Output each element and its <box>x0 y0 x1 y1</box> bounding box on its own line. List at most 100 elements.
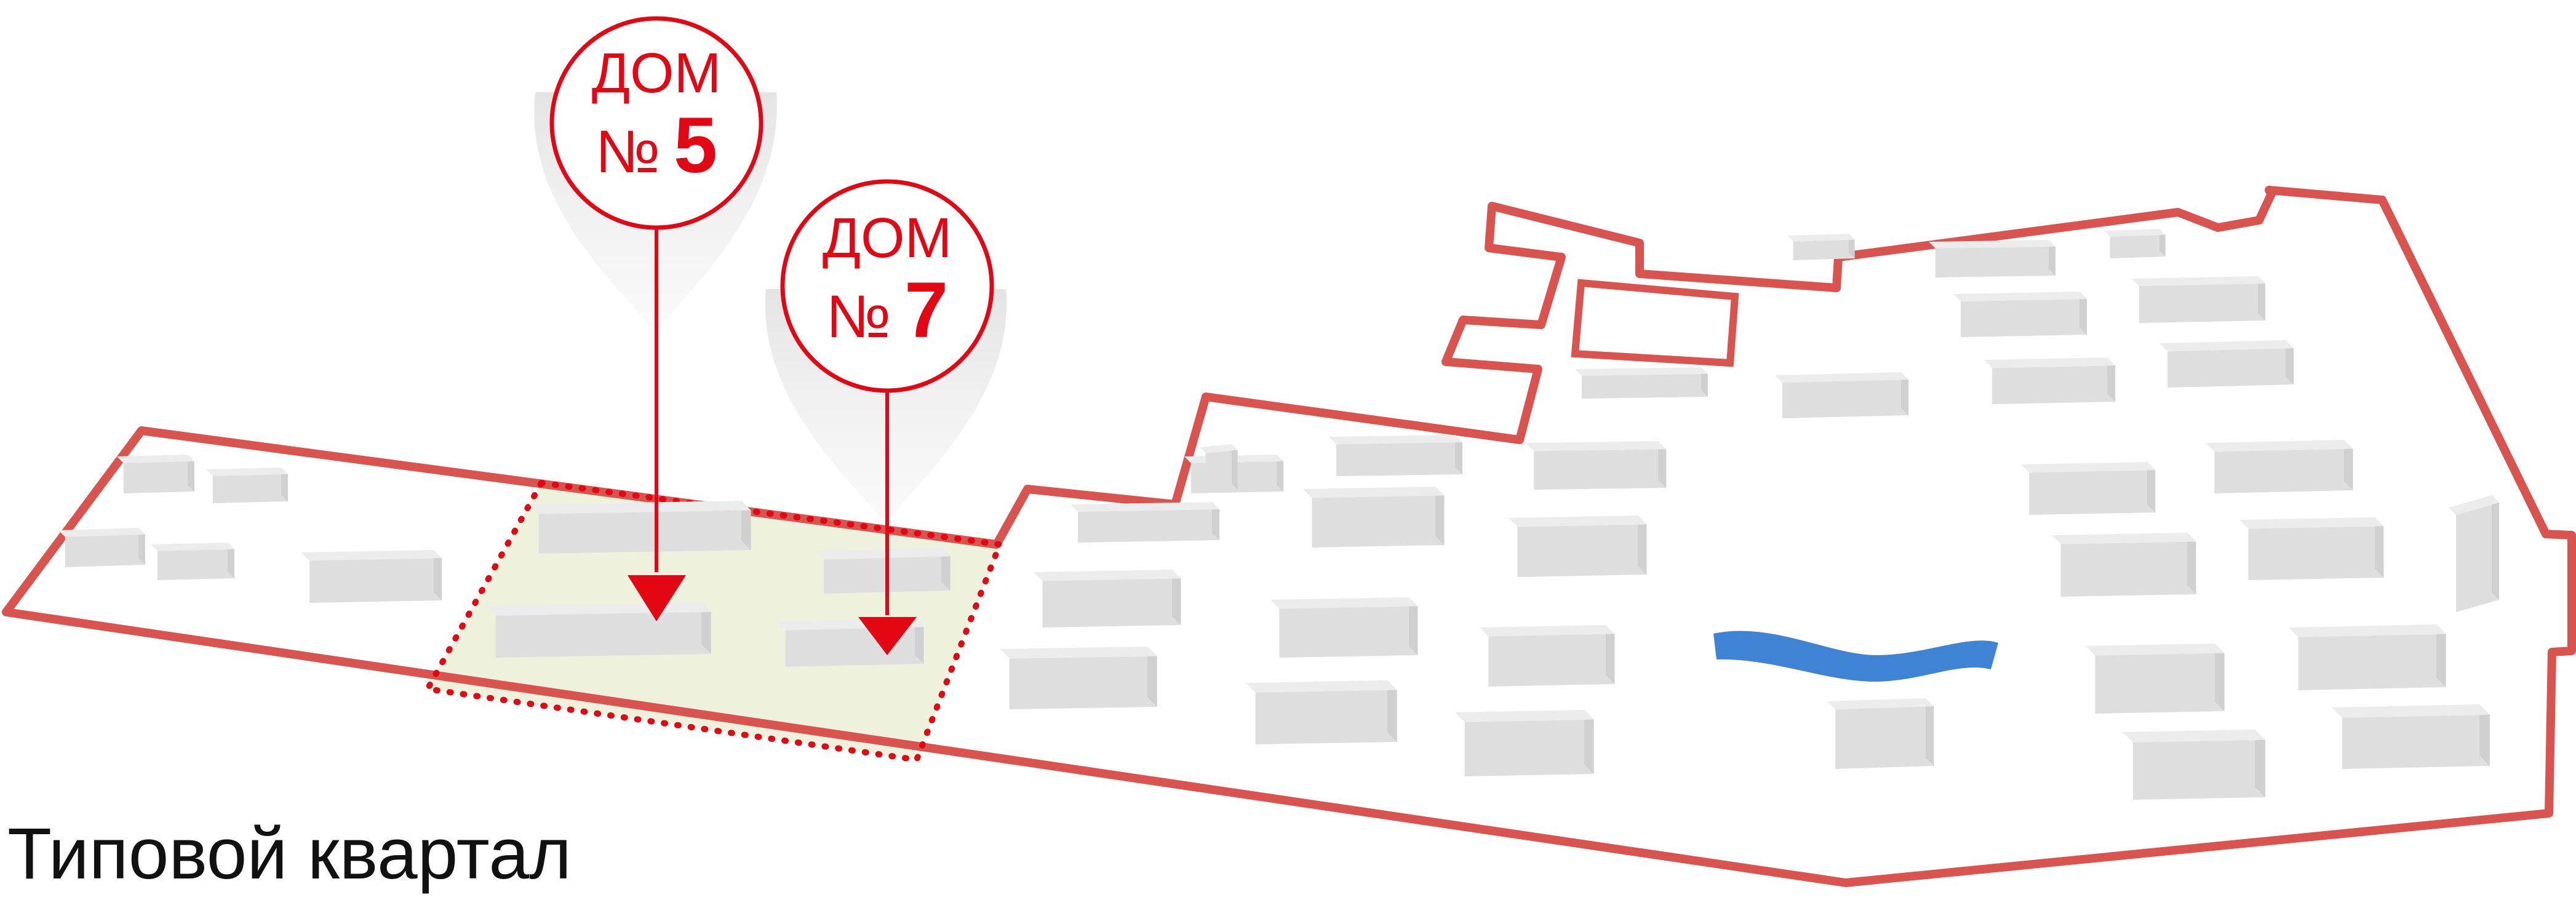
building-roof <box>117 455 194 463</box>
building-side <box>281 468 288 501</box>
building-roof <box>1575 367 1708 376</box>
building-roof <box>206 468 288 476</box>
building-side <box>1638 516 1647 575</box>
building-side <box>434 550 442 600</box>
building <box>2104 229 2166 258</box>
building <box>2332 704 2490 769</box>
building-side <box>228 543 234 578</box>
building-side <box>2080 292 2087 335</box>
building <box>1929 240 2056 277</box>
building-wall <box>1009 656 1157 709</box>
building-side <box>915 618 924 664</box>
building-side <box>1849 234 1855 258</box>
building-wall <box>2029 470 2156 515</box>
pin-label-word: ДОМ <box>823 207 952 269</box>
building-roof <box>1303 487 1445 498</box>
building-side <box>1435 487 1445 545</box>
building-roof <box>2332 704 2490 718</box>
water-body <box>1713 631 1998 682</box>
building-wall <box>2456 503 2499 612</box>
building-roof <box>815 548 951 560</box>
building-wall <box>1078 509 1219 543</box>
building-wall <box>1782 380 1908 418</box>
building-side <box>1387 680 1397 742</box>
building <box>1270 597 1418 658</box>
building <box>2239 517 2384 580</box>
building-side <box>2159 229 2166 257</box>
building-wall <box>1336 442 1462 476</box>
building-side <box>1455 435 1462 474</box>
building-wall <box>2139 284 2265 323</box>
building-wall <box>1992 365 2116 404</box>
building-side <box>1172 570 1181 625</box>
building-roof <box>1953 292 2087 301</box>
building <box>2206 440 2353 493</box>
building-side <box>2215 643 2225 711</box>
building-roof <box>2449 495 2499 515</box>
building <box>1480 625 1615 687</box>
building-side <box>1584 710 1594 774</box>
building-side <box>1147 647 1157 707</box>
building <box>2159 340 2294 388</box>
building <box>1000 647 1157 709</box>
building-roof <box>1984 357 2116 368</box>
building-roof <box>529 501 751 514</box>
building-side <box>741 501 751 550</box>
building-side <box>1232 444 1238 490</box>
building-wall <box>2132 739 2265 800</box>
building <box>1034 570 1181 627</box>
building-wall <box>1488 634 1615 687</box>
building-side <box>2286 340 2294 384</box>
building-roof <box>2132 276 2265 286</box>
building-roof <box>58 528 145 537</box>
building-side <box>1606 625 1615 684</box>
arrow-down-icon <box>858 617 917 655</box>
building-roof <box>1034 570 1181 581</box>
building-side <box>2479 704 2490 766</box>
building-side <box>941 548 951 591</box>
building-wall <box>1517 524 1647 577</box>
building-side <box>1701 367 1708 397</box>
building-side <box>1658 441 1667 488</box>
pin-circle <box>780 179 994 393</box>
building <box>1575 367 1708 399</box>
building-roof <box>2123 730 2265 743</box>
building <box>815 548 951 594</box>
building-wall <box>495 611 711 658</box>
building <box>206 468 288 503</box>
building-roof <box>1270 597 1418 609</box>
building <box>1775 372 1908 418</box>
building-roof <box>1329 435 1462 444</box>
building-roof <box>1200 444 1238 453</box>
building-wall <box>1835 706 1934 769</box>
building-side <box>2049 240 2056 276</box>
building-wall <box>2214 448 2353 493</box>
building <box>2449 495 2499 612</box>
building-wall <box>1205 450 1238 493</box>
building-roof <box>1787 234 1855 242</box>
building <box>486 602 711 658</box>
building-wall <box>2342 714 2490 769</box>
building-roof <box>1071 502 1219 512</box>
building-wall <box>538 510 751 554</box>
building-side <box>188 455 194 492</box>
block-boundary <box>2 186 2576 887</box>
building <box>2132 276 2265 323</box>
building-wall <box>1279 606 1418 658</box>
building-roof <box>2206 440 2353 452</box>
building <box>1329 435 1462 476</box>
building-wall <box>2167 348 2294 388</box>
building <box>1303 487 1445 548</box>
building-side <box>2344 440 2353 490</box>
building-wall <box>2060 541 2196 597</box>
building-side <box>1212 502 1219 540</box>
building-side <box>1277 455 1283 492</box>
building <box>1455 710 1594 776</box>
pin-label-word: ДОМ <box>592 42 722 105</box>
building-roof <box>1929 240 2056 249</box>
arrow-down-icon <box>628 575 686 621</box>
building-roof <box>1775 372 1908 383</box>
